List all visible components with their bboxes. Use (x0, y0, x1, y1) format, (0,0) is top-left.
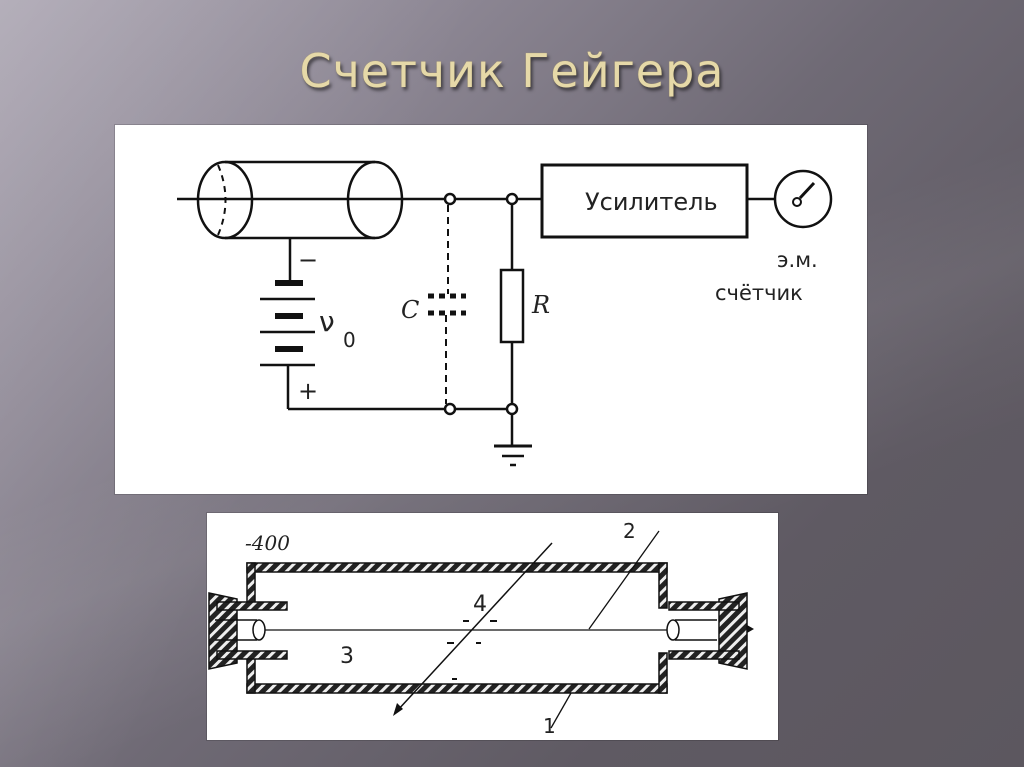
plus-sign: + (298, 377, 318, 405)
capacitor-label: C (401, 296, 419, 324)
part-label-2: 2 (623, 519, 636, 543)
circuit-diagram: Усилитель э.м. счётчик C R ν 0 − + (115, 125, 867, 494)
charge-marks (447, 620, 497, 680)
voltage-subscript: 0 (343, 328, 356, 352)
resistor-label: R (531, 291, 550, 319)
slide-title: Счетчик Гейгера (299, 44, 725, 98)
counter-label-line1: э.м. (777, 248, 818, 272)
amplifier-label: Усилитель (585, 188, 718, 216)
voltage-label: -400 (245, 531, 290, 555)
tube-cross-section: -400 1 2 3 4 (207, 513, 778, 740)
leader-line-1 (550, 692, 572, 729)
minus-sign: − (298, 246, 318, 274)
part-label-1: 1 (543, 714, 556, 738)
battery-icon (260, 280, 315, 367)
part-label-4: 4 (473, 592, 487, 617)
part-label-3: 3 (340, 644, 354, 669)
resistor-icon (499, 204, 525, 404)
meter-icon (773, 169, 833, 229)
voltage-label: ν (319, 305, 335, 338)
tube-body-icon (208, 562, 754, 694)
counter-label-line2: счётчик (715, 281, 803, 305)
leader-line-2 (588, 530, 660, 630)
tube-drawing: -400 1 2 3 4 (208, 519, 754, 738)
ground-icon (494, 414, 532, 467)
circuit-schematic: Усилитель э.м. счётчик C R ν 0 − + (177, 160, 833, 467)
capacitor-icon (428, 205, 466, 404)
particle-track-icon (393, 542, 553, 716)
